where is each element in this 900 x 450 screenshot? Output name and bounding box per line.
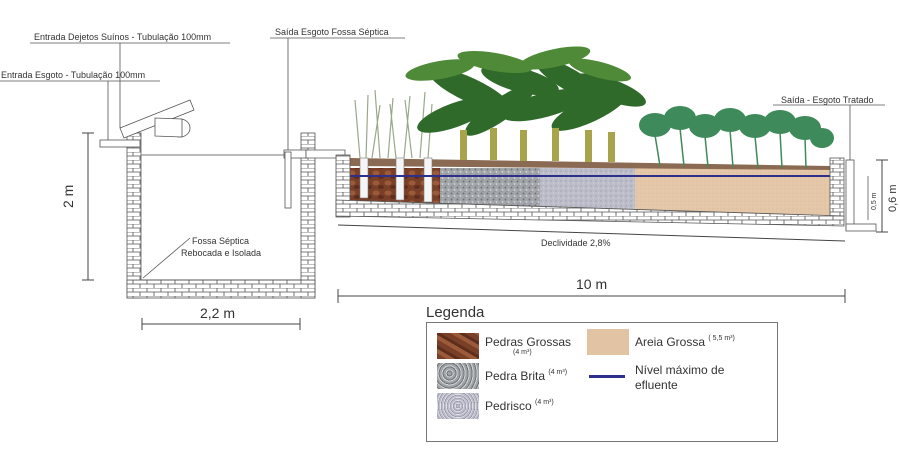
treated-outlet-label: Saída - Esgoto Tratado xyxy=(781,95,874,105)
tank-width-label: 2,2 m xyxy=(200,305,236,321)
bed-length-label: 10 m xyxy=(576,276,608,292)
pedras-grossas-label: Pedras Grossas xyxy=(485,335,572,349)
pedrisco-label: Pedrisco (4 m³) xyxy=(485,399,554,413)
septic-tank xyxy=(126,132,316,299)
septic-tank-label-1: Fossa Séptica xyxy=(192,236,250,246)
dimension-lines xyxy=(82,132,888,330)
nivel-label-1: Nível máximo de xyxy=(635,363,725,377)
inlet-pig-label: Entrada Dejetos Suínos - Tubulação 100mm xyxy=(34,32,212,42)
pedras-grossas-swatch xyxy=(437,333,479,359)
septic-outlet-label: Saída Esgoto Fossa Séptica xyxy=(275,27,389,37)
septic-outlet-pipe xyxy=(283,149,346,209)
banana-plants xyxy=(405,46,646,162)
nivel-label-2: efluente xyxy=(635,378,678,392)
nivel-swatch xyxy=(589,375,625,378)
legend: Pedras Grossas (4 m³) Pedra Brita (4 m³)… xyxy=(426,322,778,442)
tank-height-label: 2 m xyxy=(60,184,76,208)
pedras-grossas-volume: (4 m³) xyxy=(513,349,532,356)
wetland-bed xyxy=(335,154,877,232)
areia-grossa-label: Areia Grossa ( 5,5 m³) xyxy=(635,335,735,349)
pedra-brita-label: Pedra Brita (4 m³) xyxy=(485,369,568,383)
legend-title: Legenda xyxy=(426,304,485,321)
pedrisco-swatch xyxy=(437,393,479,419)
inlet-pipes xyxy=(99,99,195,148)
inlet-sewage-label: Entrada Esgoto - Tubulação 100mm xyxy=(1,70,146,80)
pedra-brita-swatch xyxy=(437,363,479,389)
bed-depth-label: 0,6 m xyxy=(887,184,899,212)
taro-plants xyxy=(639,106,834,169)
septic-tank-label-2: Rebocada e Isolada xyxy=(181,248,262,258)
slope-label: Declividade 2,8% xyxy=(541,238,611,248)
areia-grossa-swatch xyxy=(587,329,629,355)
water-depth-label: 0,5 m xyxy=(871,192,878,210)
leader-lines xyxy=(0,37,885,279)
